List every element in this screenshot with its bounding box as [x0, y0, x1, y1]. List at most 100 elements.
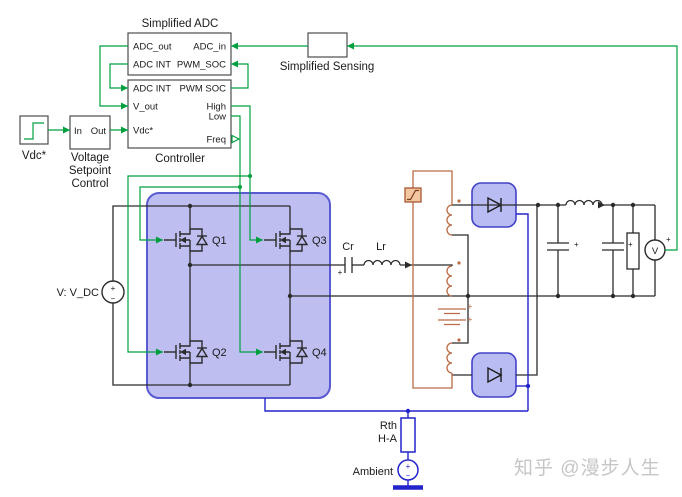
- resonant-inductor-lr[interactable]: [363, 259, 401, 266]
- wire-arrow: [598, 201, 605, 209]
- wire-arrow: [347, 42, 354, 50]
- setpoint-label-line2: Setpoint: [69, 165, 112, 177]
- port-label: Freq: [206, 135, 226, 146]
- junction-dot: [465, 293, 471, 299]
- junction-dot: [187, 262, 193, 268]
- dc-source-label: V: V_DC: [57, 287, 99, 299]
- simplified-sensing-block[interactable]: [307, 32, 348, 58]
- ambient-label: Ambient: [353, 466, 393, 478]
- cap2-plus-sign: +: [628, 240, 633, 249]
- wire-arrow: [121, 126, 128, 134]
- junction-dot: [630, 202, 636, 208]
- junction-dot: [610, 202, 616, 208]
- core-polarity-sign: +: [468, 315, 473, 324]
- wire-arrow: [63, 126, 70, 134]
- wire-arrow: [231, 42, 238, 50]
- controller-block[interactable]: [127, 79, 232, 149]
- wire-arrow: [121, 84, 128, 92]
- voltmeter-plus-sign: +: [666, 235, 671, 244]
- port-label: ADC INT: [133, 60, 171, 71]
- rectifier-diode2-block[interactable]: [471, 352, 517, 398]
- diode2-wires[interactable]: [452, 205, 538, 376]
- load-resistor[interactable]: [626, 232, 640, 270]
- wire-arrow: [231, 60, 238, 68]
- winding-polarity-dot: [457, 261, 461, 265]
- port-label: V_out: [133, 102, 158, 113]
- watermark-text: 知乎 @漫步人生: [514, 457, 661, 479]
- adc-out-to-vout-wire[interactable]: [99, 45, 128, 107]
- wire-arrow: [256, 348, 263, 356]
- thermal-resistor-rth[interactable]: [400, 417, 416, 453]
- resonant-capacitor-cr[interactable]: [344, 257, 353, 273]
- thermal-bus-wire[interactable]: [264, 398, 528, 412]
- voltmeter-label: V: [652, 246, 659, 257]
- junction-dot: [535, 202, 541, 208]
- winding-polarity-dot: [457, 338, 461, 342]
- bridge-leg-wires[interactable]: [189, 206, 291, 385]
- magnetizing-branch-wire[interactable]: [412, 170, 453, 389]
- port-label: Vdc*: [133, 126, 153, 137]
- center-tap-wire[interactable]: [452, 234, 469, 344]
- junction-dot: [405, 408, 411, 414]
- primary-winding[interactable]: [446, 265, 453, 297]
- pwm-soc-loop-wire[interactable]: [231, 63, 249, 89]
- output-capacitor-1[interactable]: [547, 205, 569, 296]
- dc-voltage-source[interactable]: [101, 280, 125, 304]
- junction-dot: [630, 293, 636, 299]
- step-glyph: [24, 122, 44, 140]
- junction-dot: [555, 202, 561, 208]
- setpoint-label-line1: Voltage: [71, 152, 109, 164]
- dc-bus-wires[interactable]: [112, 205, 290, 386]
- saturation-curve-glyph: [407, 189, 419, 201]
- secondary-bottom-winding[interactable]: [446, 342, 453, 374]
- source-plus-sign: +: [111, 284, 116, 293]
- rth-label-line1: Rth: [380, 420, 397, 432]
- sensing-label: Simplified Sensing: [280, 61, 375, 73]
- freq-unconnected-port-arrow: [231, 134, 241, 144]
- port-label: PWM_SOC: [177, 60, 226, 71]
- port-label: ADC_in: [193, 42, 226, 53]
- adc-title: Simplified ADC: [142, 18, 219, 30]
- port-label: High: [206, 102, 226, 113]
- ambient-minus-sign: −: [406, 471, 411, 480]
- port-label: ADC INT: [133, 84, 171, 95]
- step-source-block[interactable]: [19, 115, 49, 145]
- diode1-thermal-wire[interactable]: [516, 213, 529, 411]
- step-label: Vdc*: [22, 150, 47, 162]
- core-polarity-sign: +: [468, 302, 473, 311]
- output-filter-inductor[interactable]: [565, 199, 603, 206]
- simplified-adc-block[interactable]: [127, 32, 232, 76]
- junction-dot: [525, 383, 531, 389]
- wire-arrow: [156, 348, 163, 356]
- junction-dot: [187, 203, 193, 209]
- port-label: PWM SOC: [180, 84, 227, 95]
- wire-arrow: [256, 236, 263, 244]
- output-capacitor-2[interactable]: [602, 205, 624, 296]
- controller-label: Controller: [155, 153, 205, 165]
- mosfet-label-q1: Q1: [212, 235, 227, 247]
- rth-label-line2: H-A: [378, 433, 398, 445]
- gate-low-wire[interactable]: [139, 115, 263, 353]
- junction-dot: [555, 293, 561, 299]
- mosfet-label-q4: Q4: [312, 347, 327, 359]
- port-label: Low: [209, 112, 227, 123]
- junction-dot: [238, 185, 242, 189]
- mosfet-label-q3: Q3: [312, 235, 327, 247]
- ambient-plus-sign: +: [406, 462, 411, 471]
- setpoint-label-line3: Control: [71, 178, 108, 190]
- cr-label: Cr: [342, 241, 354, 253]
- cap1-plus-sign: +: [574, 240, 579, 249]
- junction-dot: [248, 174, 252, 178]
- junction-dot: [187, 382, 193, 388]
- secondary-top-winding[interactable]: [446, 204, 453, 236]
- ambient-temperature-source[interactable]: [397, 459, 419, 481]
- vout-sense-wire[interactable]: [347, 45, 678, 251]
- adc-int-wire[interactable]: [109, 63, 128, 89]
- voltage-setpoint-block[interactable]: [69, 115, 111, 150]
- mosfet-label-q2: Q2: [212, 347, 227, 359]
- transformer-core-bars: [438, 308, 466, 326]
- junction-dot: [287, 293, 293, 299]
- port-label: Out: [91, 126, 107, 137]
- port-label: In: [74, 126, 82, 137]
